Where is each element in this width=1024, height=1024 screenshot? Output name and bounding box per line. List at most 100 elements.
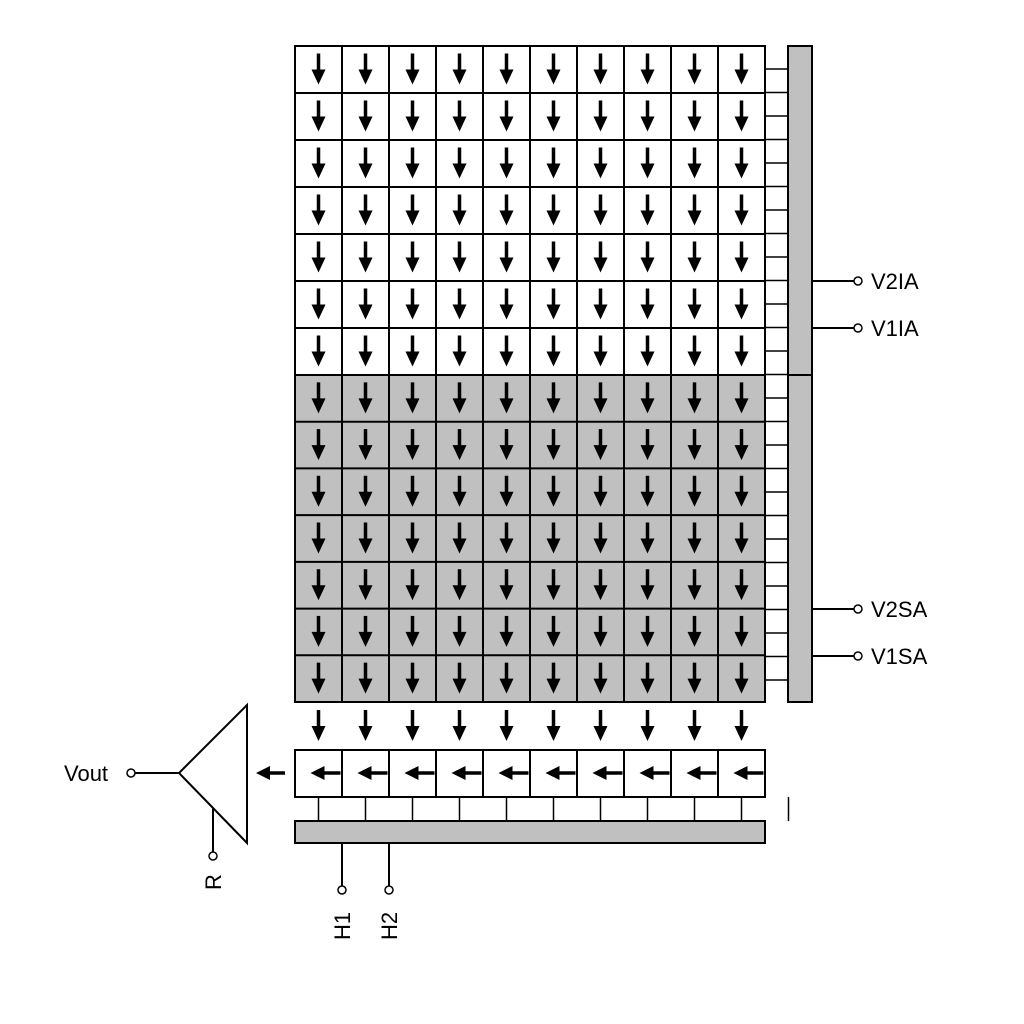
- image-area-arrows: [311, 53, 749, 367]
- arrow-down-icon: [452, 569, 467, 601]
- arrow-down-icon: [452, 710, 467, 741]
- arrow-left-icon: [451, 766, 482, 780]
- terminal-v1sa: V1SA: [812, 644, 928, 669]
- arrow-down-icon: [405, 615, 420, 647]
- arrow-down-icon: [640, 662, 655, 694]
- arrow-down-icon: [734, 382, 749, 414]
- arrow-down-icon: [687, 100, 702, 132]
- arrow-down-icon: [734, 100, 749, 132]
- arrow-down-icon: [358, 241, 373, 273]
- arrow-down-icon: [593, 335, 608, 367]
- arrow-down-icon: [687, 147, 702, 179]
- arrow-down-icon: [452, 429, 467, 461]
- arrow-down-icon: [593, 429, 608, 461]
- arrow-down-icon: [687, 335, 702, 367]
- arrow-down-icon: [311, 100, 326, 132]
- arrow-down-icon: [405, 710, 420, 741]
- arrow-down-icon: [687, 615, 702, 647]
- arrow-down-icon: [640, 522, 655, 554]
- arrow-down-icon: [358, 429, 373, 461]
- arrow-left-icon: [404, 766, 435, 780]
- label-h1: H1: [330, 912, 355, 940]
- arrow-down-icon: [358, 475, 373, 507]
- arrow-down-icon: [405, 335, 420, 367]
- terminal-v1ia: V1IA: [812, 316, 919, 341]
- arrow-down-icon: [405, 241, 420, 273]
- arrow-down-icon: [499, 288, 514, 320]
- arrow-down-icon: [687, 475, 702, 507]
- vertical-clock-bus: [765, 45, 813, 703]
- arrow-down-icon: [311, 53, 326, 85]
- terminal-h2: H2: [377, 843, 402, 940]
- arrow-down-icon: [546, 662, 561, 694]
- arrow-down-icon: [734, 710, 749, 741]
- horizontal-clock-bus: [294, 820, 766, 844]
- arrow-down-icon: [358, 615, 373, 647]
- image-area: [294, 45, 766, 376]
- arrow-down-icon: [405, 429, 420, 461]
- storage-area-grid: [295, 375, 765, 702]
- arrow-down-icon: [593, 53, 608, 85]
- arrow-down-icon: [546, 288, 561, 320]
- horizontal-register-connections: [295, 796, 790, 821]
- arrow-down-icon: [640, 241, 655, 273]
- terminal-pin-icon: [853, 604, 863, 614]
- arrow-down-icon: [499, 147, 514, 179]
- arrow-down-icon: [499, 100, 514, 132]
- arrow-down-icon: [311, 710, 326, 741]
- arrow-down-icon: [687, 710, 702, 741]
- arrow-down-icon: [499, 475, 514, 507]
- arrow-down-icon: [311, 475, 326, 507]
- terminal-pin-icon: [337, 885, 347, 895]
- storage-area-clock-bus: [787, 374, 813, 703]
- arrow-down-icon: [358, 147, 373, 179]
- arrow-down-icon: [452, 288, 467, 320]
- arrow-down-icon: [311, 429, 326, 461]
- arrow-down-icon: [499, 522, 514, 554]
- terminal-pin-icon: [853, 276, 863, 286]
- label-v1sa: V1SA: [871, 644, 928, 669]
- arrow-left-icon: [310, 766, 341, 780]
- arrow-down-icon: [311, 522, 326, 554]
- arrow-down-icon: [546, 710, 561, 741]
- arrow-down-icon: [405, 100, 420, 132]
- arrow-down-icon: [499, 710, 514, 741]
- arrow-down-icon: [546, 53, 561, 85]
- arrow-down-icon: [452, 662, 467, 694]
- arrow-down-icon: [405, 147, 420, 179]
- arrow-down-icon: [546, 147, 561, 179]
- arrow-down-icon: [546, 475, 561, 507]
- arrow-down-icon: [687, 429, 702, 461]
- arrow-down-icon: [358, 53, 373, 85]
- arrow-down-icon: [546, 522, 561, 554]
- storage-area: [294, 374, 766, 703]
- arrow-down-icon: [687, 194, 702, 226]
- arrow-down-icon: [358, 710, 373, 741]
- arrow-down-icon: [358, 335, 373, 367]
- arrow-down-icon: [640, 100, 655, 132]
- label-v2ia: V2IA: [871, 269, 919, 294]
- arrow-down-icon: [593, 475, 608, 507]
- arrow-down-icon: [358, 382, 373, 414]
- arrow-down-icon: [640, 569, 655, 601]
- arrow-down-icon: [687, 288, 702, 320]
- arrow-left-icon: [498, 766, 529, 780]
- arrow-down-icon: [640, 710, 655, 741]
- arrow-down-icon: [499, 615, 514, 647]
- storage-area-arrows: [311, 382, 749, 694]
- arrow-down-icon: [311, 194, 326, 226]
- arrow-down-icon: [546, 429, 561, 461]
- arrow-down-icon: [687, 522, 702, 554]
- arrow-down-icon: [311, 335, 326, 367]
- arrow-down-icon: [452, 53, 467, 85]
- image-area-clock-bus: [787, 45, 813, 376]
- arrow-down-icon: [405, 194, 420, 226]
- arrow-down-icon: [499, 241, 514, 273]
- horizontal-register-grid: [341, 750, 719, 797]
- arrow-down-icon: [734, 429, 749, 461]
- arrow-down-icon: [311, 569, 326, 601]
- arrow-down-icon: [593, 569, 608, 601]
- arrow-down-icon: [687, 569, 702, 601]
- arrow-down-icon: [546, 569, 561, 601]
- arrow-down-icon: [311, 241, 326, 273]
